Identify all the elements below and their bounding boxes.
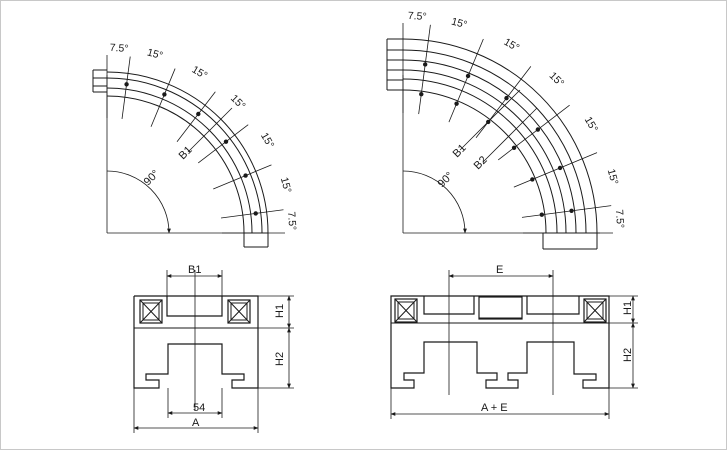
- curve1-angle-label-4: 15°: [258, 131, 276, 151]
- curve1-joint-dot: [223, 139, 229, 144]
- sec1-right-chain-box: [227, 299, 251, 324]
- curve2-radius-label-b2: B2: [472, 154, 490, 172]
- curve2-angle-label: 90°: [436, 170, 456, 190]
- sec1-height-top-label: H1: [274, 304, 286, 318]
- curve2-joint-dot: [422, 62, 428, 67]
- curve2-radius-label-b1: B1: [451, 142, 469, 160]
- curve2-angle-label-1: 15°: [450, 16, 468, 32]
- curve1-angle-label-6: 7.5°: [285, 211, 298, 231]
- curve2-track-arcs: [402, 38, 598, 234]
- sec2-height-top-label: H1: [622, 301, 634, 315]
- sec1-height-bottom-label: H2: [274, 352, 286, 366]
- sec2-right-chain-box: [583, 298, 607, 323]
- curve1-angle-label-0: 7.5°: [109, 42, 129, 55]
- curve2-angle-label-5: 15°: [605, 168, 621, 186]
- sec2-center-block: [478, 296, 523, 320]
- curve1-tick: [220, 209, 284, 219]
- curve1-tick: [176, 91, 216, 143]
- curve1-tick: [213, 164, 272, 190]
- curve2-joint-dot: [465, 73, 471, 79]
- curve2-joint-dot: [535, 127, 541, 132]
- curve2-tick: [521, 205, 612, 218]
- double-curve-plan-view: 7.5° 15° 15° 15° 15° 15° 7.5° B1 B2 90°: [386, 10, 626, 250]
- curve2-joint-dot: [454, 101, 459, 106]
- sec2-width-top-label: E: [496, 264, 503, 276]
- curve2-angle-arc: [402, 170, 467, 234]
- curve2-joint-dot: [569, 208, 574, 214]
- sec1-overall-width-label: A: [192, 417, 200, 429]
- curve2-angle-label-2: 15°: [502, 36, 522, 54]
- single-curve-plan-view: 7.5°15°15°15°15°15°7.5° B1 90°: [92, 42, 298, 248]
- single-cross-section: B1 54 A H1 H2: [133, 264, 294, 433]
- sec1-width-top-label: B1: [188, 264, 201, 276]
- curve1-angle-label-2: 15°: [190, 64, 210, 82]
- curve2-joint-dot: [419, 91, 424, 97]
- curve1-radius-label: B1: [177, 144, 195, 162]
- curve1-tick: [150, 68, 176, 127]
- curve1-joint-dot: [124, 82, 129, 87]
- sec1-channel: [166, 296, 223, 317]
- curve2-tick: [448, 38, 484, 123]
- curve2-joint-dot: [557, 165, 563, 171]
- curve2-joint-dot: [530, 177, 535, 182]
- double-cross-section: E A + E H1 H2: [390, 264, 638, 419]
- curve1-angle-ticks: [106, 55, 285, 234]
- curve2-tick: [475, 66, 532, 139]
- curve2-joint-dot: [511, 145, 517, 150]
- sec1-inner-width-label: 54: [193, 402, 205, 414]
- curve2-tick: [513, 152, 598, 188]
- curve1-joint-dot: [253, 211, 258, 216]
- curve2-angle-label-3: 15°: [547, 70, 567, 90]
- curve1-angle-label-1: 15°: [146, 46, 164, 62]
- curve2-tick: [497, 104, 570, 161]
- curve2-angle-label-4: 15°: [582, 115, 600, 135]
- sec1-left-chain-box: [139, 299, 163, 324]
- curve1-angle-label-5: 15°: [278, 176, 294, 194]
- curve1-angle-label: 90°: [142, 168, 162, 188]
- curve2-angle-label-6: 7.5°: [613, 209, 626, 229]
- sec2-profile: [390, 295, 610, 389]
- curve2-angle-ticks: [402, 23, 613, 234]
- curve1-tick: [121, 56, 131, 120]
- curve1-joint-dot: [243, 173, 248, 178]
- curve1-tick: [197, 124, 249, 164]
- sec2-height-bottom-label: H2: [622, 348, 634, 362]
- curve1-joint-dot: [196, 111, 201, 117]
- curve1-angle-arc: [106, 170, 171, 234]
- curve2-tick: [418, 24, 431, 115]
- curve1-joint-dot: [162, 92, 167, 97]
- sec2-overall-width-label: A + E: [481, 402, 508, 414]
- curve2-joint-dot: [504, 95, 509, 101]
- curve2-joint-dot: [539, 212, 545, 217]
- curve2-angle-label-0: 7.5°: [407, 10, 427, 23]
- sec2-left-chain-box: [394, 298, 418, 323]
